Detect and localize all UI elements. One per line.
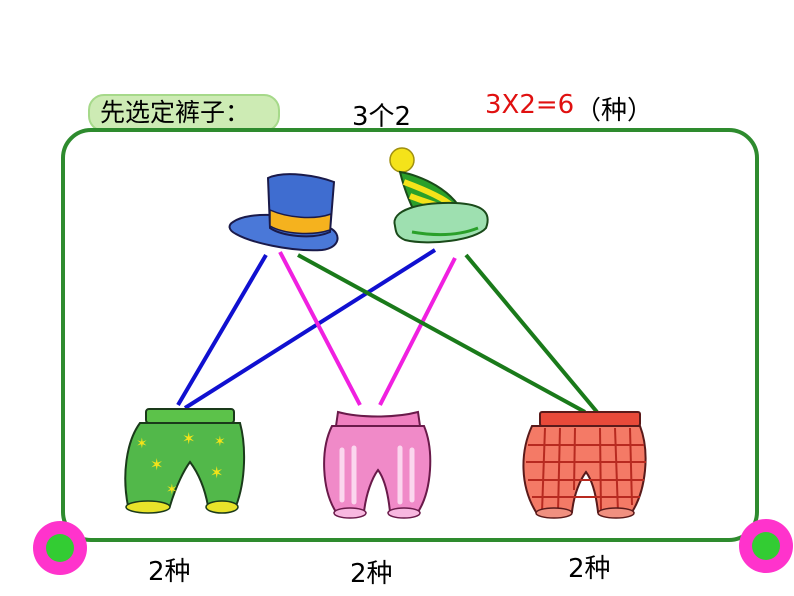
line-beanie-redpants [464, 253, 599, 414]
line-bluehat-greenpants [176, 253, 268, 407]
blue-top-hat-icon [228, 173, 339, 252]
pant-label-pink: 2种 [350, 559, 393, 589]
corner-decoration-left [33, 521, 87, 575]
formula-text: 3X2=6 [485, 90, 575, 120]
line-beanie-pinkpants [378, 257, 457, 406]
line-bluehat-redpants [297, 253, 586, 414]
line-beanie-greenpants [183, 248, 437, 410]
svg-text:✶: ✶ [136, 436, 148, 452]
pant-label-green: 2种 [148, 557, 191, 587]
svg-text:✶: ✶ [150, 455, 163, 474]
pant-label-red: 2种 [568, 554, 611, 584]
diagram-frame [61, 128, 759, 542]
svg-text:✶: ✶ [182, 429, 195, 448]
line-bluehat-pinkpants [278, 251, 362, 406]
svg-text:✶: ✶ [210, 463, 223, 482]
corner-decoration-right [739, 519, 793, 573]
svg-text:✶: ✶ [214, 434, 226, 450]
unit-text: （种） [575, 96, 654, 126]
count-text: 3个2 [352, 102, 412, 132]
svg-text:✶: ✶ [166, 482, 178, 498]
instruction-label: 先选定裤子： [88, 94, 280, 132]
green-star-pants-icon: ✶ ✶ ✶ ✶ ✶ ✶ [124, 408, 246, 514]
red-plaid-pants-icon [522, 411, 647, 519]
pink-striped-pants-icon [323, 410, 432, 519]
striped-beanie-icon [389, 147, 489, 244]
